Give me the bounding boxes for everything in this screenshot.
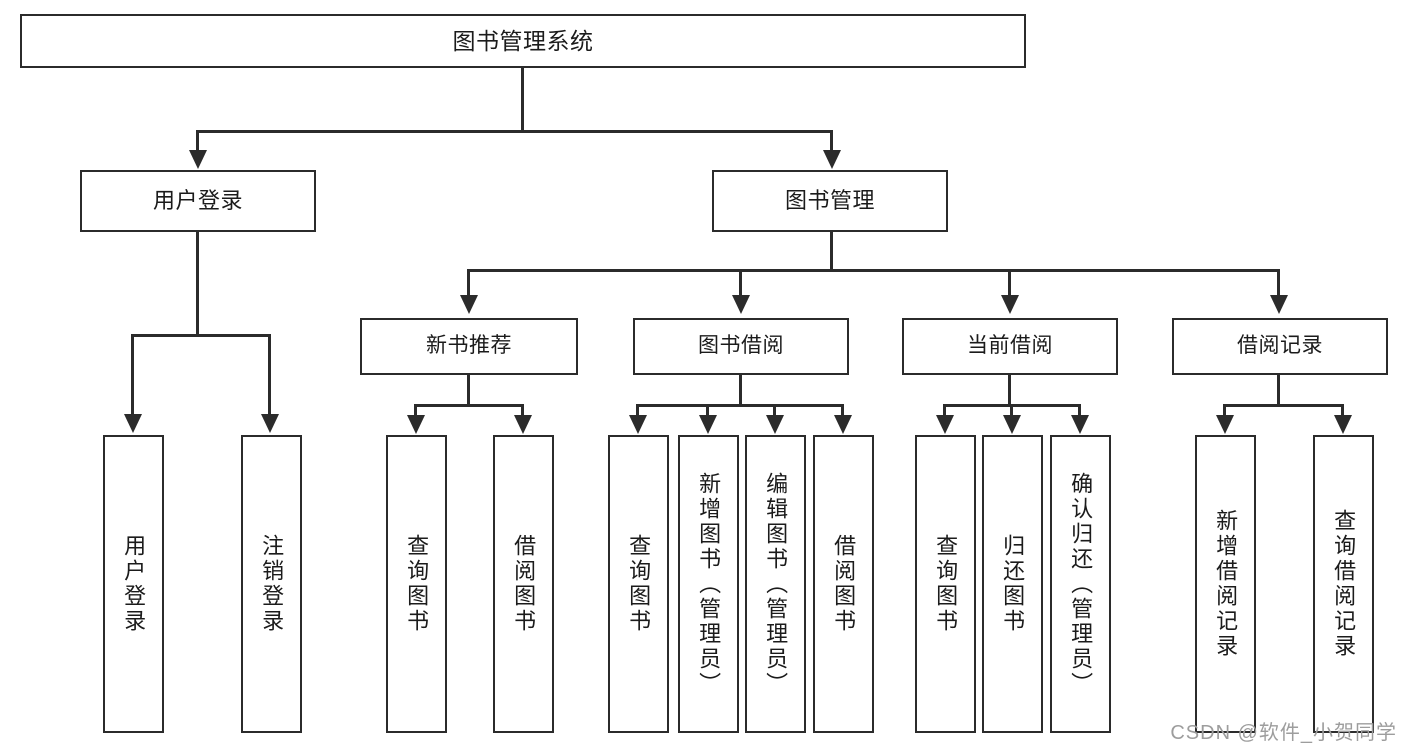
connector-new-book-stem [467, 375, 470, 407]
node-borrow-record[interactable]: 借阅记录 [1172, 318, 1388, 375]
leaf-label: 新增借阅记录 [1213, 509, 1239, 659]
connector-book-manage-to-new-book [467, 269, 470, 297]
arrow-new-book-to-leaf-1 [407, 415, 425, 434]
node-current-borrow[interactable]: 当前借阅 [902, 318, 1118, 375]
leaf-label: 新增图书（管理员） [696, 471, 722, 697]
connector-new-book-bus [414, 404, 524, 407]
arrow-new-book-to-leaf-2 [514, 415, 532, 434]
arrow-current-borrow-to-leaf-2 [1003, 415, 1021, 434]
connector-book-manage-to-book-borrow [739, 269, 742, 297]
arrow-book-borrow-to-leaf-4 [834, 415, 852, 434]
connector-current-borrow-to-leaf-3 [1078, 404, 1081, 418]
arrow-book-borrow-to-leaf-2 [699, 415, 717, 434]
arrow-current-borrow-to-leaf-1 [936, 415, 954, 434]
node-leaf-return-book[interactable]: 归还图书 [982, 435, 1043, 733]
arrow-current-borrow-to-leaf-3 [1071, 415, 1089, 434]
connector-current-borrow-to-leaf-1 [943, 404, 946, 418]
node-leaf-query-book-3[interactable]: 查询图书 [915, 435, 976, 733]
connector-root-bus [196, 130, 833, 133]
connector-current-borrow-to-leaf-2 [1010, 404, 1013, 418]
arrow-book-borrow-to-leaf-1 [629, 415, 647, 434]
node-book-borrow[interactable]: 图书借阅 [633, 318, 849, 375]
node-leaf-query-book-2[interactable]: 查询图书 [608, 435, 669, 733]
connector-book-manage-to-current-borrow [1008, 269, 1011, 297]
connector-book-borrow-to-leaf-3 [773, 404, 776, 418]
leaf-label: 借阅图书 [511, 534, 537, 634]
node-leaf-user-login[interactable]: 用户登录 [103, 435, 164, 733]
arrow-root-to-book-manage [823, 150, 841, 169]
node-new-book-recommend[interactable]: 新书推荐 [360, 318, 578, 375]
leaf-label: 借阅图书 [831, 534, 857, 634]
connector-book-manage-bus [467, 269, 1280, 272]
node-leaf-edit-book[interactable]: 编辑图书（管理员） [745, 435, 806, 733]
leaf-label: 查询图书 [404, 534, 430, 634]
connector-borrow-record-to-leaf-2 [1341, 404, 1344, 418]
connector-book-manage-stem [830, 232, 833, 272]
connector-book-borrow-to-leaf-2 [706, 404, 709, 418]
arrow-borrow-record-to-leaf-1 [1216, 415, 1234, 434]
node-leaf-confirm-return[interactable]: 确认归还（管理员） [1050, 435, 1111, 733]
node-leaf-add-book[interactable]: 新增图书（管理员） [678, 435, 739, 733]
node-book-manage[interactable]: 图书管理 [712, 170, 948, 232]
leaf-label: 查询图书 [933, 534, 959, 634]
leaf-label: 确认归还（管理员） [1068, 471, 1094, 697]
connector-root-to-user-login [196, 130, 199, 152]
node-leaf-query-record[interactable]: 查询借阅记录 [1313, 435, 1374, 733]
watermark-text: CSDN @软件_小贺同学 [1170, 722, 1397, 744]
leaf-label: 归还图书 [1000, 534, 1026, 634]
node-leaf-add-record[interactable]: 新增借阅记录 [1195, 435, 1256, 733]
connector-root-to-book-manage [830, 130, 833, 152]
connector-borrow-record-to-leaf-1 [1223, 404, 1226, 418]
connector-new-book-to-leaf-1 [414, 404, 417, 418]
leaf-label: 查询借阅记录 [1331, 509, 1357, 659]
connector-book-borrow-stem [739, 375, 742, 407]
arrow-user-login-to-leaf-1 [124, 414, 142, 433]
connector-new-book-to-leaf-2 [521, 404, 524, 418]
connector-user-login-stem [196, 232, 199, 337]
node-leaf-borrow-book-1[interactable]: 借阅图书 [493, 435, 554, 733]
arrow-book-manage-to-book-borrow [732, 295, 750, 314]
node-user-login[interactable]: 用户登录 [80, 170, 316, 232]
leaf-label: 查询图书 [626, 534, 652, 634]
arrow-root-to-user-login [189, 150, 207, 169]
connector-book-manage-to-borrow-record [1277, 269, 1280, 297]
arrow-book-manage-to-new-book [460, 295, 478, 314]
connector-book-borrow-bus [636, 404, 844, 407]
connector-borrow-record-bus [1223, 404, 1344, 407]
arrow-user-login-to-leaf-2 [261, 414, 279, 433]
arrow-book-manage-to-current-borrow [1001, 295, 1019, 314]
connector-user-login-bus [131, 334, 268, 337]
leaf-label: 用户登录 [121, 534, 147, 634]
connector-book-borrow-to-leaf-4 [841, 404, 844, 418]
leaf-label: 编辑图书（管理员） [763, 471, 789, 697]
arrow-book-borrow-to-leaf-3 [766, 415, 784, 434]
arrow-book-manage-to-borrow-record [1270, 295, 1288, 314]
connector-user-login-to-leaf-2 [268, 334, 271, 416]
connector-book-borrow-to-leaf-1 [636, 404, 639, 418]
node-leaf-query-book-1[interactable]: 查询图书 [386, 435, 447, 733]
connector-user-login-to-leaf-1 [131, 334, 134, 416]
connector-root-stem [521, 68, 524, 132]
connector-current-borrow-stem [1008, 375, 1011, 407]
leaf-label: 注销登录 [259, 534, 285, 634]
node-root-system[interactable]: 图书管理系统 [20, 14, 1026, 68]
node-leaf-user-logout[interactable]: 注销登录 [241, 435, 302, 733]
connector-borrow-record-stem [1277, 375, 1280, 407]
node-leaf-borrow-book-2[interactable]: 借阅图书 [813, 435, 874, 733]
arrow-borrow-record-to-leaf-2 [1334, 415, 1352, 434]
